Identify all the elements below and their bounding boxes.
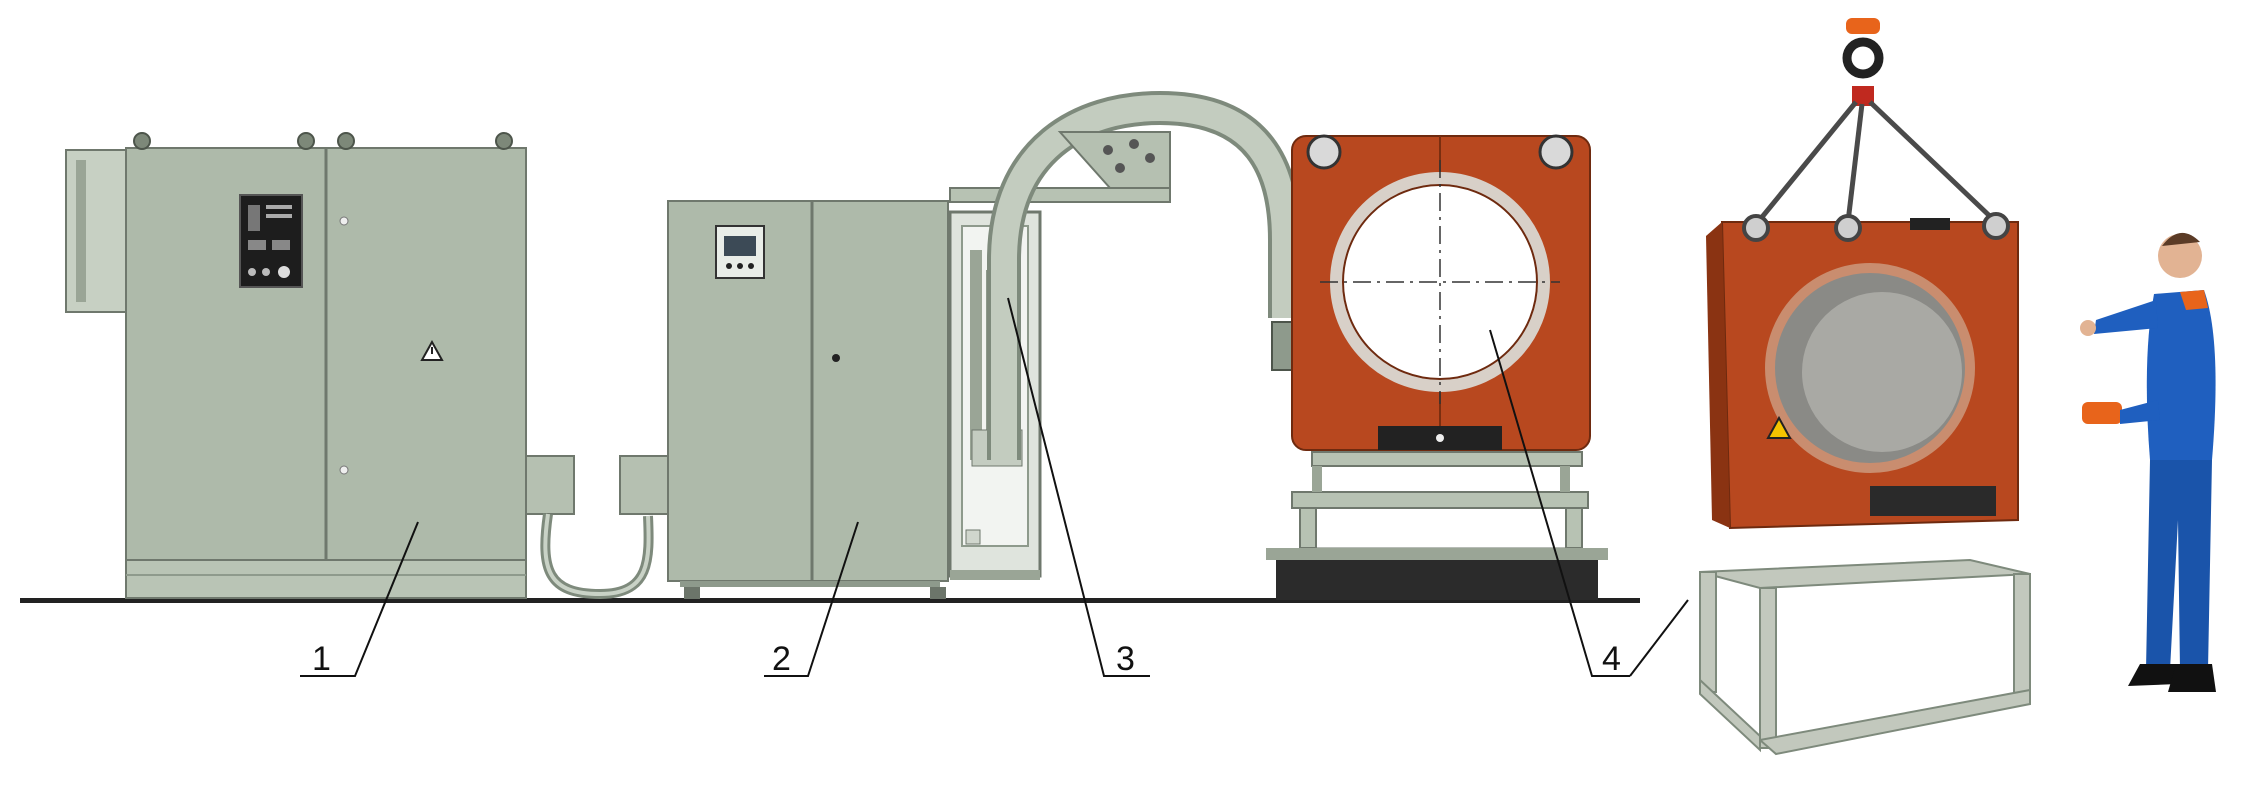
converter-cabinet (619, 187, 1171, 599)
warning-triangle-icon (1766, 415, 1792, 439)
warning-triangle-icon (420, 339, 444, 361)
inductor-photo (1699, 18, 2216, 756)
worker-figure (2080, 232, 2216, 692)
flexible-cable-arch (987, 90, 1302, 460)
callout-label-2: 2 (772, 640, 791, 678)
callout-label-4: 4 (1602, 640, 1621, 678)
callout-label-1: 1 (312, 640, 331, 678)
inductor-drawing (1266, 134, 1608, 600)
callout-leaders (300, 297, 1689, 677)
connecting-cable (540, 513, 654, 600)
callout-label-3: 3 (1116, 640, 1135, 678)
power-cabinet (65, 132, 575, 599)
floor-line (20, 598, 1640, 603)
